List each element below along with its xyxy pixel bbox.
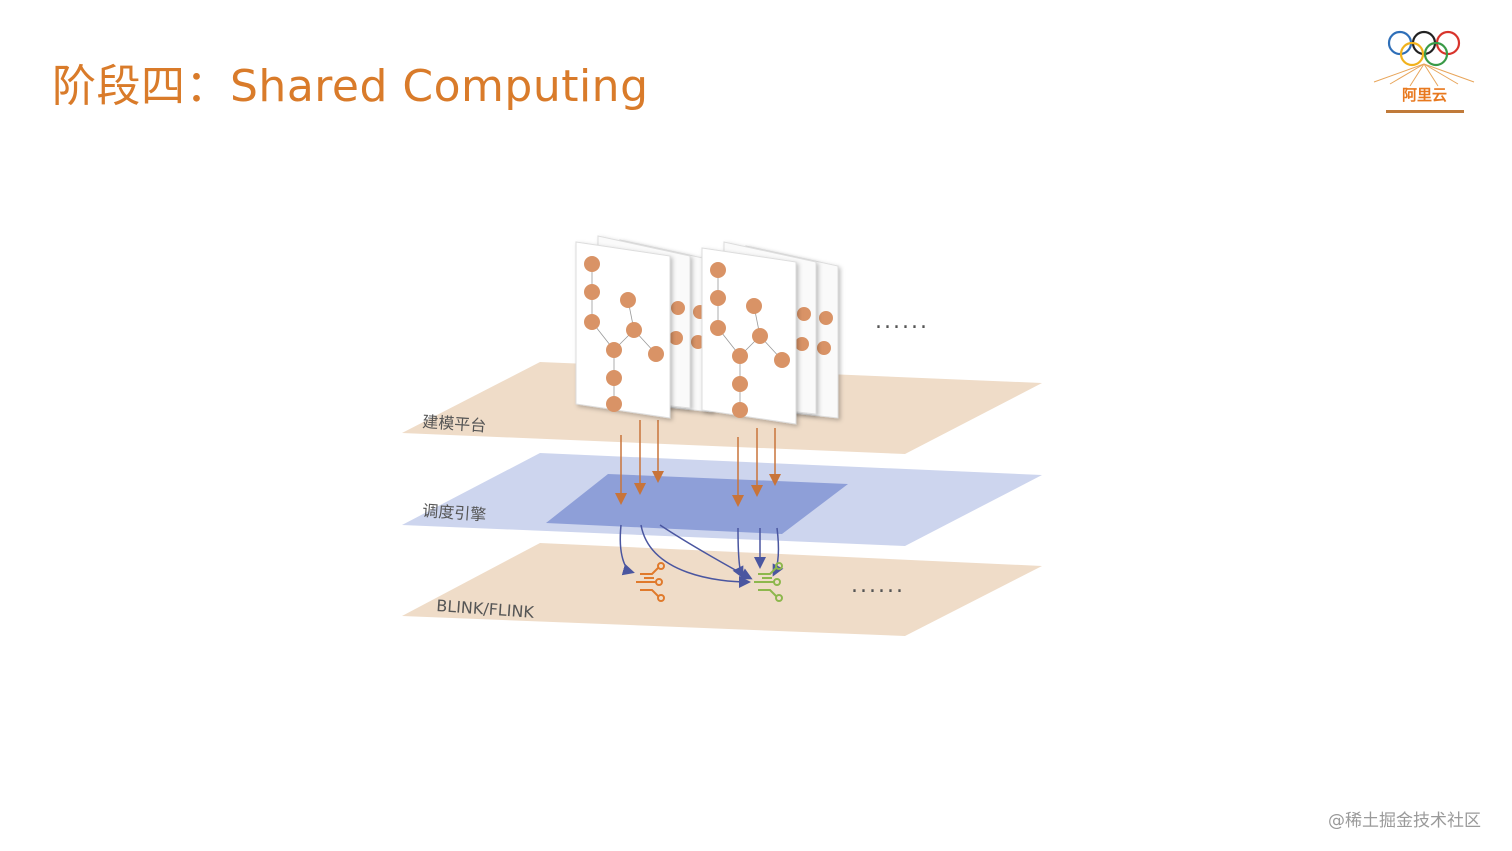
orange-arrows [615,420,781,507]
layer-label-scheduler: 调度引擎 [422,501,487,524]
stack-1-node [620,292,636,308]
stack-2-node [732,348,748,364]
stack-2-node [710,262,726,278]
ellipsis-bottom: ...... [851,573,905,598]
stack-1-node [584,284,600,300]
stack-1-node [648,346,664,362]
watermark: @稀土掘金技术社区 [1328,811,1481,831]
stack-1-node [584,256,600,272]
aliyun-logo-text: 阿里云 [1402,86,1448,104]
stack-1-node [606,342,622,358]
dag-stack-2 [701,241,839,425]
stack-1-node [606,396,622,412]
stack-2-back-node [817,341,831,355]
compute-icon-green [754,562,783,602]
stack-2-back-node [795,337,809,351]
stack-1-front-sheet [575,241,671,419]
stack-2-back-node [797,307,811,321]
ellipsis-top: ...... [875,309,929,334]
layer-label-modeling: 建模平台 [422,412,487,435]
stack-1-node [626,322,642,338]
stack-2-back-node [819,311,833,325]
compute-icon-orange [636,562,665,602]
stack-2-node [710,320,726,336]
stack-2-node [752,328,768,344]
stack-1-node [606,370,622,386]
stack-1-back-node [669,331,683,345]
olympic-rings-logo [1373,30,1475,113]
stack-1-back-node [671,301,685,315]
stack-2-node [710,290,726,306]
blue-arrows [619,524,784,588]
stack-2-node [774,352,790,368]
stack-2-front-sheet [701,247,797,425]
stack-1-node [584,314,600,330]
slide-title: 阶段四：Shared Computing [52,61,649,112]
layer-blink-flink [402,543,1042,636]
stack-2-node [732,376,748,392]
stack-2-node [732,402,748,418]
stack-2-node [746,298,762,314]
dag-stack-1 [575,235,713,419]
